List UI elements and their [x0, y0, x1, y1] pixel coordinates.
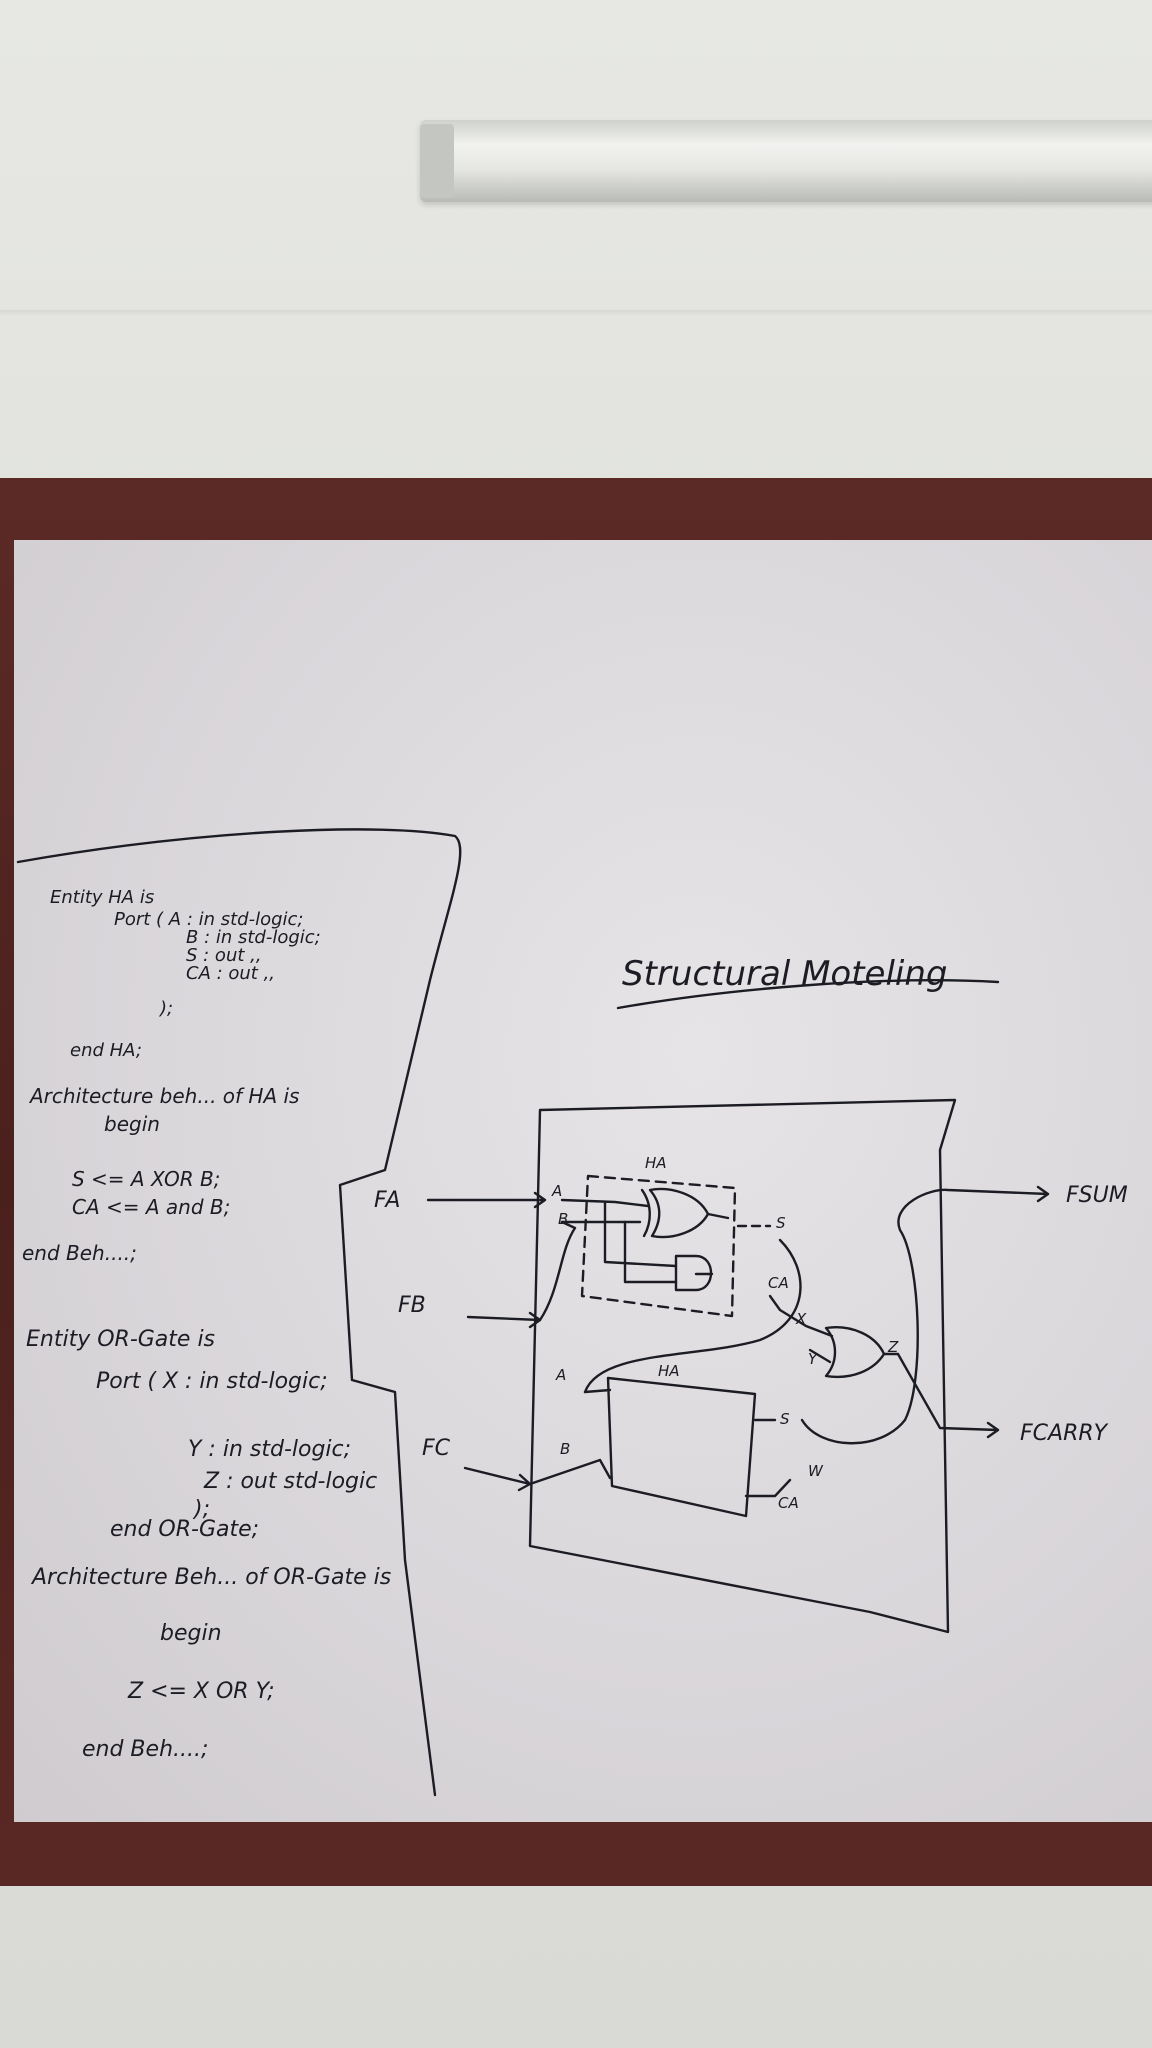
code-ha-line10: S <= A XOR B;	[72, 1167, 220, 1191]
board-title: Structural Moteling	[622, 954, 948, 994]
label-ha2: HA	[658, 1362, 680, 1380]
fc-arrow	[463, 1466, 532, 1492]
pin-ca1: CA	[768, 1274, 789, 1292]
code-or-line6: end OR-Gate;	[110, 1517, 259, 1542]
whiteboard-surface	[14, 540, 1152, 1822]
label-fcarry: FCARRY	[1020, 1421, 1109, 1446]
code-or-line2: Port ( X : in std-logic;	[96, 1369, 328, 1394]
or-gate	[824, 1326, 886, 1379]
fb-arrow	[466, 1311, 542, 1329]
and-gate	[674, 1254, 713, 1292]
pin-b2: B	[560, 1440, 570, 1458]
code-ha-line2: Port ( A : in std-logic;	[114, 909, 304, 930]
code-or-line8: begin	[160, 1621, 222, 1646]
pin-ca2: CA	[778, 1494, 799, 1512]
code-ha-line1: Entity HA is	[50, 887, 154, 908]
code-ha-line9: begin	[104, 1112, 160, 1136]
code-or-line9: Z <= X OR Y;	[127, 1679, 275, 1704]
code-ha-line8: Architecture beh... of HA is	[28, 1084, 299, 1108]
wall-molding	[0, 310, 1152, 316]
tube-light-endcap	[420, 124, 454, 198]
code-or-line7: Architecture Beh... of OR-Gate is	[30, 1565, 391, 1590]
ha2-box	[606, 1376, 757, 1518]
fa-arrow	[426, 1191, 547, 1209]
pin-x: X	[795, 1310, 807, 1328]
code-ha-line7: end HA;	[70, 1040, 142, 1061]
code-ha-line6: );	[158, 998, 173, 1019]
pin-b1: B	[558, 1210, 568, 1228]
label-fb: FB	[398, 1293, 426, 1318]
pin-a2: A	[555, 1366, 566, 1384]
pin-s1: S	[776, 1214, 786, 1232]
pin-y: Y	[808, 1350, 819, 1368]
code-ha-line3: B : in std-logic;	[186, 927, 321, 948]
pin-z: Z	[887, 1338, 899, 1356]
code-or-line3: Y : in std-logic;	[188, 1437, 351, 1462]
code-ha-line12: end Beh....;	[22, 1241, 137, 1265]
pin-w: W	[808, 1462, 824, 1480]
code-ha-line5: CA : out ,,	[186, 963, 275, 984]
code-ha-line4: S : out ,,	[186, 945, 262, 966]
ha1-dashed-box	[580, 1174, 737, 1318]
code-or-line4: Z : out std-logic	[203, 1469, 377, 1494]
xor-gate	[640, 1187, 710, 1239]
pin-s2: S	[780, 1410, 790, 1428]
label-ha1: HA	[645, 1154, 667, 1172]
code-region-outline	[16, 828, 462, 1797]
label-fsum: FSUM	[1066, 1183, 1128, 1208]
code-or-line5: );	[192, 1497, 210, 1522]
code-or-line1: Entity OR-Gate is	[26, 1327, 215, 1352]
label-fa: FA	[374, 1188, 400, 1213]
code-or-line10: end Beh....;	[82, 1737, 208, 1762]
label-fc: FC	[422, 1436, 451, 1461]
title-underline	[616, 979, 1000, 1010]
code-ha-line11: CA <= A and B;	[72, 1195, 230, 1219]
tube-light	[420, 120, 1152, 202]
diagram-outline	[528, 1098, 957, 1634]
pin-a1: A	[551, 1182, 562, 1200]
